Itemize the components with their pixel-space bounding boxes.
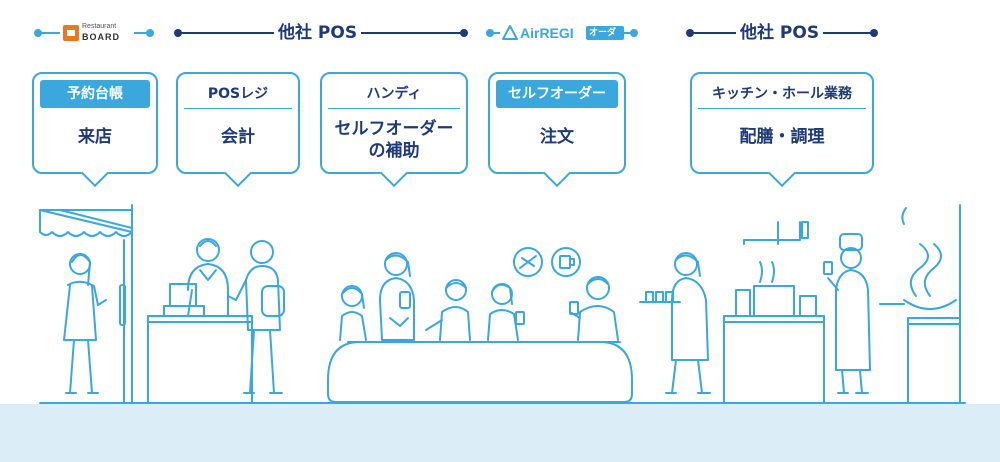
header-label: 他社 POS [736, 22, 824, 44]
card-action: 注文 [540, 127, 574, 147]
floor [0, 404, 1000, 462]
card-action: 配膳・調理 [739, 127, 825, 147]
logo-bottom-text: BOARD [82, 32, 120, 42]
dining-table-icon [327, 341, 633, 403]
hall-staff-handy-icon [379, 252, 415, 341]
header-restaurant-board: Restaurant BOARD [34, 22, 154, 44]
airregi-wordmark: AirREGI [520, 25, 574, 41]
register-counter-icon [147, 283, 253, 404]
seated-customer-icon [425, 279, 471, 341]
customer-smartphone-icon [487, 283, 525, 341]
restaurant-board-logo: Restaurant BOARD [60, 22, 134, 44]
card-reservation: 予約台帳 来店 [32, 72, 158, 188]
card-action: 会計 [221, 127, 255, 147]
card-tag: 予約台帳 [40, 80, 150, 108]
chef-icon [823, 233, 871, 394]
airregi-triangle-icon [502, 25, 518, 40]
cooking-station-icon [879, 204, 961, 404]
card-handy: ハンディ セルフオーダー の補助 [320, 72, 468, 188]
header-label: 他社 POS [274, 22, 362, 44]
card-tag: セルフオーダー [496, 80, 618, 108]
header-airregi-order: AirREGI オーダー [486, 22, 638, 52]
logo-top-text: Restaurant [82, 23, 117, 30]
card-self-order: セルフオーダー 注文 [488, 72, 626, 188]
card-tag: ハンディ [328, 80, 460, 109]
card-kitchen-hall: キッチン・ホール業務 配膳・調理 [690, 72, 874, 188]
card-tag: POSレジ [184, 80, 292, 109]
airregi-logo: AirREGI オーダー [500, 22, 624, 52]
customer-paying-icon [227, 240, 285, 394]
card-tag: キッチン・ホール業務 [698, 80, 866, 109]
child-icon [339, 285, 367, 341]
airregi-badge: オーダー [586, 26, 624, 52]
card-action-line2: の補助 [368, 141, 420, 161]
kitchen-counter-icon [723, 221, 825, 404]
card-action: 来店 [78, 127, 112, 147]
entrance-awning-icon [39, 204, 133, 404]
restaurant-board-icon [63, 25, 79, 41]
order-bubble-icons [513, 247, 581, 277]
card-action-line1: セルフオーダー [334, 119, 454, 139]
customer-entering-icon [63, 253, 107, 394]
customer-smartphone-icon [569, 276, 619, 341]
card-pos-register: POSレジ 会計 [176, 72, 300, 188]
server-with-tray-icon [639, 252, 711, 394]
card-action: セルフオーダー の補助 [326, 118, 462, 162]
header-other-pos-2: 他社 POS [686, 22, 878, 44]
register-staff-icon [187, 238, 229, 317]
header-other-pos-1: 他社 POS [174, 22, 468, 44]
